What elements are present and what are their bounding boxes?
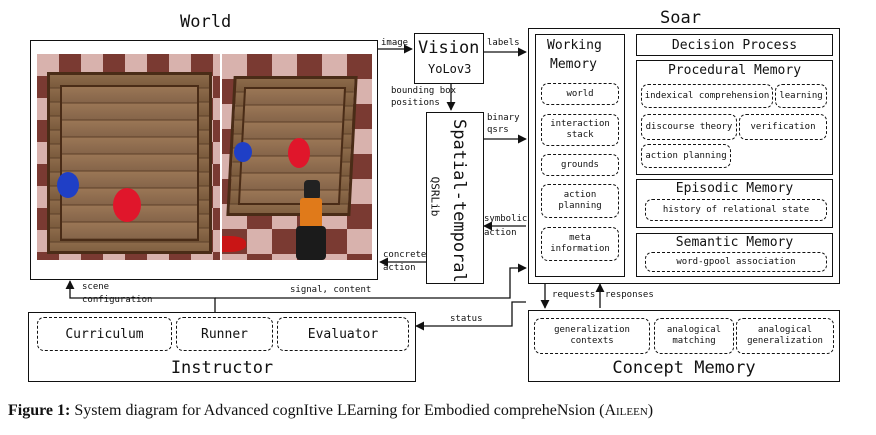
red-object [288,138,310,168]
em-item-history: history of relational state [645,199,827,221]
wm-item-action-planning: action planning [541,184,619,218]
vision-subtitle: YoLov3 [428,62,472,76]
pm-item-learning: learning [775,84,827,108]
caption-close: ) [647,402,654,419]
instructor-item-curriculum: Curriculum [37,317,172,351]
label-bounding-box: bounding box [391,86,457,96]
label-labels: labels [487,38,520,48]
red-floor-item [222,236,246,252]
procedural-memory-title: Procedural Memory [667,63,802,78]
instructor-item-runner: Runner [176,317,273,351]
label-qsrs: qsrs [487,125,509,135]
arrow-status [415,301,526,331]
cm-item-generalization-contexts: generalization contexts [534,318,650,354]
pm-item-verification: verification [739,114,827,140]
label-positions: positions [391,98,440,108]
arrow-signal-content [215,263,527,299]
pm-item-discourse-theory: discourse theory [641,114,737,140]
robot-arm-base [296,226,326,260]
cm-item-analogical-matching: analogical matching [654,318,734,354]
wm-item-meta-information: meta information [541,227,619,261]
label-status: status [450,314,483,324]
label-signal-content: signal, content [290,285,372,295]
working-memory-title-line1: Working [547,38,602,53]
working-memory-title-line2: Memory [550,57,597,72]
arrow-scene-configuration [65,280,216,312]
label-configuration: configuration [82,295,153,305]
blue-object [234,142,252,162]
label-symbolic: symbolic [484,214,528,224]
robot-arm-joint [304,180,320,200]
caption-text: System diagram for Advanced cognItive LE… [74,402,605,419]
spatial-title: Spatial-temporal [449,119,469,283]
wm-item-grounds: grounds [541,154,619,176]
label-scene: scene [82,282,110,292]
world-title: World [180,12,232,32]
wm-item-interaction-stack: interaction stack [541,114,619,146]
figure-caption: Figure 1: System diagram for Advanced co… [8,402,653,420]
robot-arm [296,180,326,260]
soar-title: Soar [660,8,701,28]
cm-item-analogical-generalization: analogical generalization [736,318,834,354]
caption-label: Figure 1: [8,402,71,419]
spatial-temporal-box [426,112,484,284]
episodic-memory-title: Episodic Memory [675,181,794,196]
label-binary: binary [487,113,520,123]
vision-title: Vision [418,38,480,58]
crate [47,72,212,254]
pm-item-indexical-comprehension: indexical comprehension [641,84,773,108]
sm-item-word-gpool: word-gpool association [645,252,827,272]
world-scene-right [222,54,372,260]
label-image: image [381,38,409,48]
semantic-memory-title: Semantic Memory [675,235,794,250]
instructor-item-evaluator: Evaluator [277,317,409,351]
decision-process-box: Decision Process [636,34,833,56]
wm-item-world: world [541,83,619,105]
spatial-subtitle: QSRLib [428,176,442,217]
label-requests: requests [552,290,596,300]
robot-arm-link [300,198,322,228]
instructor-title: Instructor [170,358,274,378]
label-concrete: concrete [383,250,427,260]
blue-object [57,172,79,198]
label-concrete-action: action [383,263,416,273]
vision-box [414,33,484,84]
caption-acronym: Aileen [604,402,648,419]
red-object [113,188,141,222]
label-action: action [484,228,517,238]
concept-memory-title: Concept Memory [612,358,756,378]
label-responses: responses [605,290,654,300]
world-scene-left [37,54,220,260]
pm-item-action-planning: action planning [641,144,731,168]
